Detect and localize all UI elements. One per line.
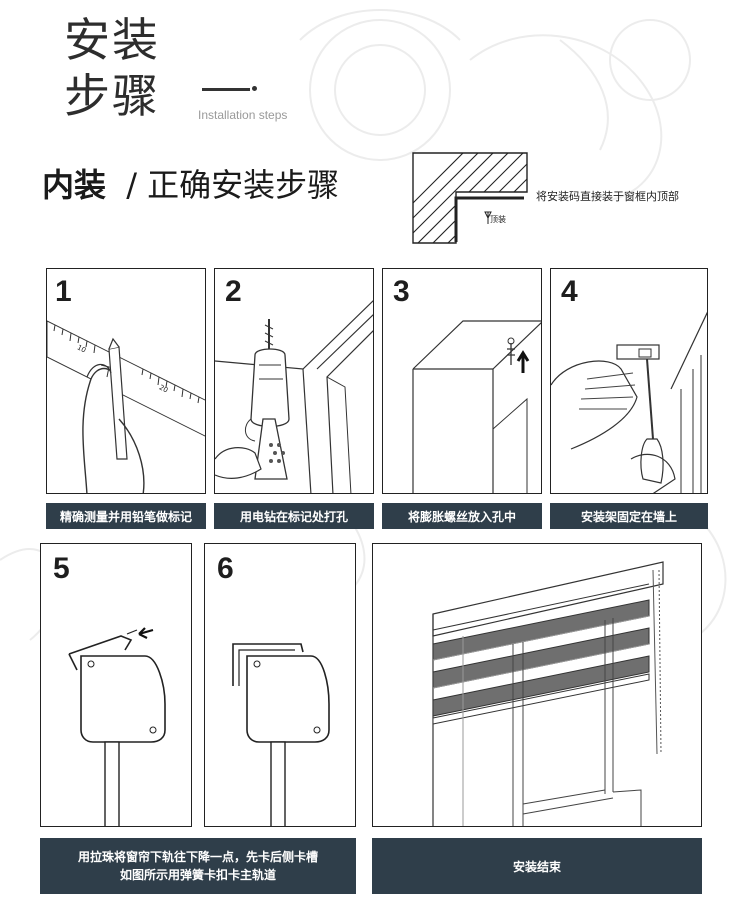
step-5-6-caption: 用拉珠将窗帘下轨往下降一点，先卡后侧卡槽 如图所示用弹簧卡扣卡主轨道 — [40, 838, 356, 894]
step-3-caption: 将膨胀螺丝放入孔中 — [382, 503, 542, 529]
step-5-panel: 5 — [40, 543, 192, 827]
final-caption: 安装结束 — [372, 838, 702, 894]
section-title: 内装 / 正确安装步骤 — [42, 160, 339, 206]
step-2-number: 2 — [225, 275, 242, 308]
step-6-number: 6 — [217, 552, 234, 585]
header-subtitle: Installation steps — [198, 108, 288, 122]
step-5-6-caption-line1: 用拉珠将窗帘下轨往下降一点，先卡后侧卡槽 — [77, 850, 318, 864]
step-4-number: 4 — [561, 275, 578, 308]
section-title-rest: / 正确安装步骤 — [126, 166, 340, 204]
step-4-panel: 4 — [550, 268, 708, 494]
top-mount-label: 顶装 — [490, 215, 506, 224]
step-3-illustration — [412, 320, 541, 493]
finished-blind-illustration — [432, 561, 664, 826]
step-3-panel: 3 — [382, 268, 542, 494]
step-4-illustration — [551, 311, 707, 493]
section-title-bold: 内装 — [42, 166, 107, 204]
top-mount-diagram — [412, 152, 528, 244]
header-dot — [252, 86, 257, 91]
header-title-line1: 安装 — [64, 13, 160, 67]
step-2-caption: 用电钻在标记处打孔 — [214, 503, 374, 529]
step-3-number: 3 — [393, 275, 410, 308]
step-5-number: 5 — [53, 552, 70, 585]
step-2-illustration — [215, 300, 373, 493]
final-panel — [372, 543, 702, 827]
header-title-line2: 步骤 — [64, 69, 160, 123]
step-2-panel: 2 — [214, 268, 374, 494]
step-1-panel: 1 10 20 — [46, 268, 206, 494]
step-1-illustration — [47, 320, 205, 493]
step-5-illustration — [68, 627, 166, 826]
top-mount-note: 将安装码直接装于窗框内顶部 — [536, 190, 679, 203]
step-1-caption: 精确测量并用铅笔做标记 — [46, 503, 206, 529]
header-underline — [202, 88, 250, 91]
step-6-illustration — [232, 643, 330, 826]
step-4-caption: 安装架固定在墙上 — [550, 503, 708, 529]
step-1-number: 1 — [55, 275, 72, 308]
step-6-panel: 6 — [204, 543, 356, 827]
step-5-6-caption-line2: 如图所示用弹簧卡扣卡主轨道 — [119, 868, 276, 882]
